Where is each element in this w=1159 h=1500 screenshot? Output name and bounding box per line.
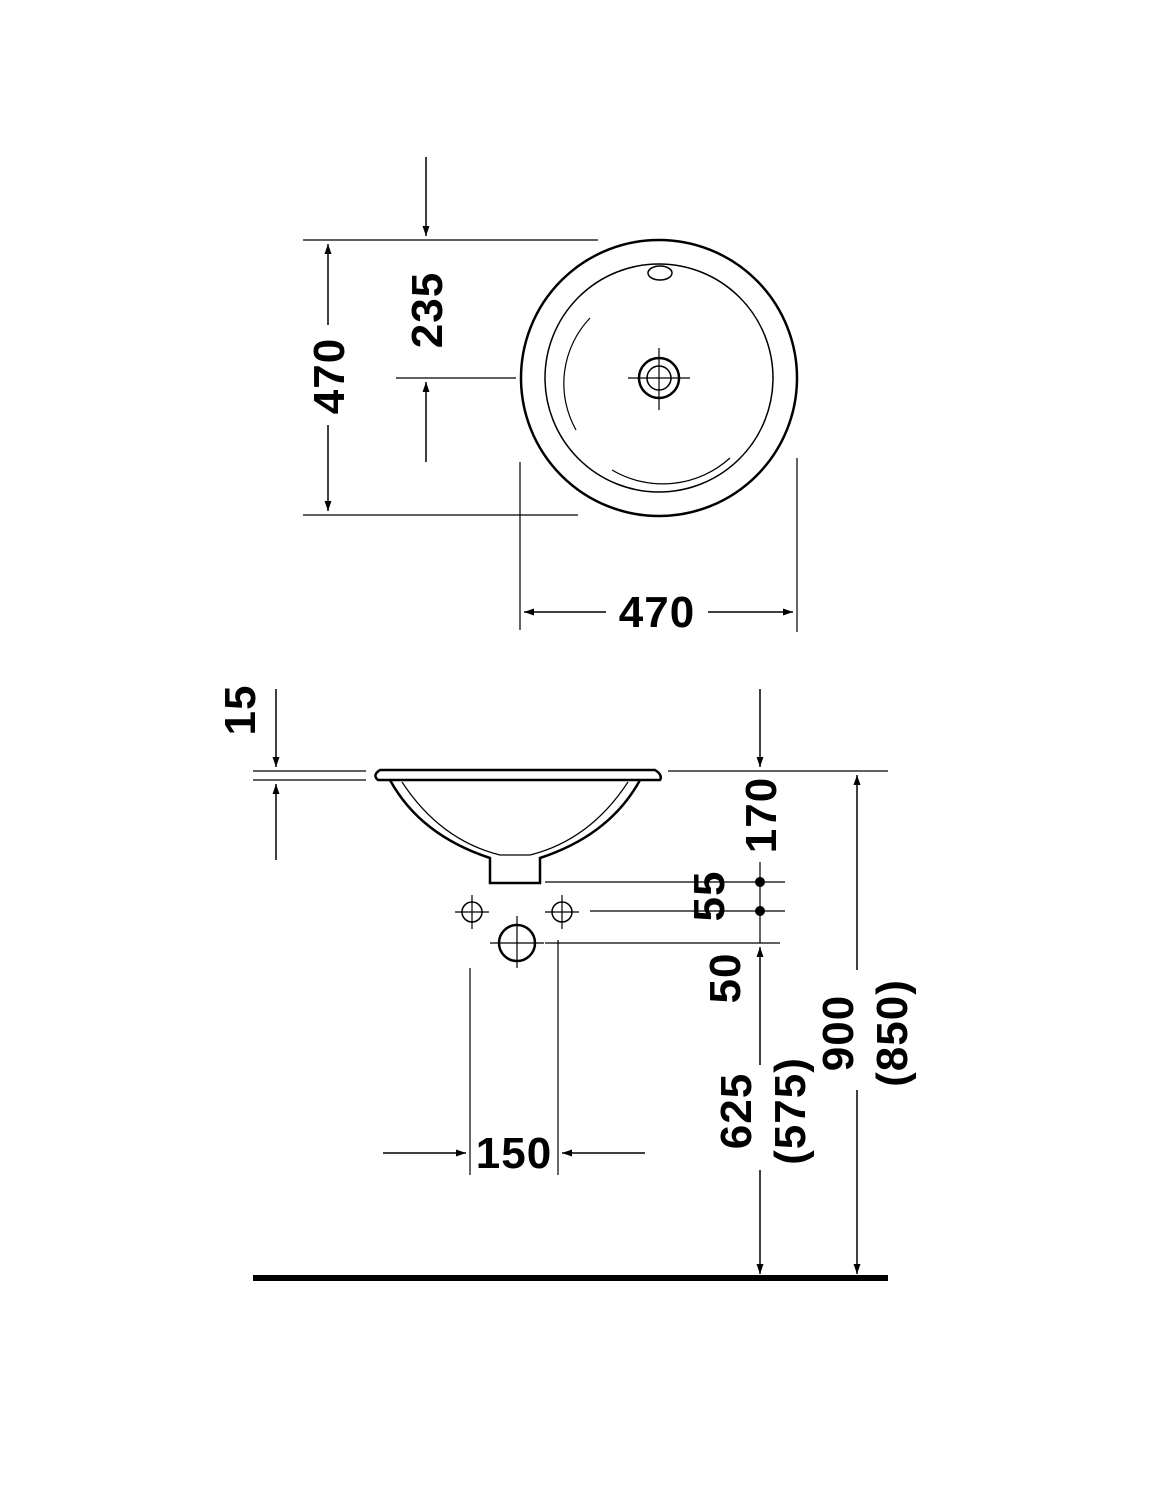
dim-label-height: 470 [305, 338, 354, 414]
dim-label-total-height: 900 [814, 995, 863, 1071]
side-view: 15 170 55 50 [216, 685, 917, 1281]
dim-label-waste-offset: 50 [701, 953, 750, 1004]
top-view: 470 235 470 [303, 157, 799, 637]
overflow-hole [647, 265, 673, 281]
dim-label-total-height-alt: (850) [868, 979, 917, 1087]
basin-inner-profile [401, 781, 629, 856]
dim-dot-taps [755, 906, 765, 916]
dim-label-pipe-spacing: 150 [476, 1129, 552, 1178]
tap-hole-left [455, 895, 489, 929]
basin-outer-rim [519, 238, 799, 518]
basin-rim-profile [374, 768, 663, 782]
dim-label-center: 235 [403, 272, 452, 348]
dim-label-depth: 170 [737, 777, 786, 853]
dim-label-rim: 15 [216, 685, 265, 736]
dim-label-width: 470 [619, 588, 695, 637]
dim-label-pipe-height: 625 [712, 1073, 761, 1149]
waste-outlet [490, 916, 544, 968]
bowl-highlight-bottom [611, 457, 731, 485]
basin-bowl-profile [388, 779, 642, 885]
basin-inner-bowl [544, 263, 774, 493]
dim-label-pipe-height-alt: (575) [766, 1057, 815, 1165]
tap-hole-right [545, 895, 579, 929]
dim-dot-drain [755, 877, 765, 887]
bowl-highlight-left [563, 317, 591, 431]
dim-label-tap-spacing: 55 [685, 871, 734, 922]
